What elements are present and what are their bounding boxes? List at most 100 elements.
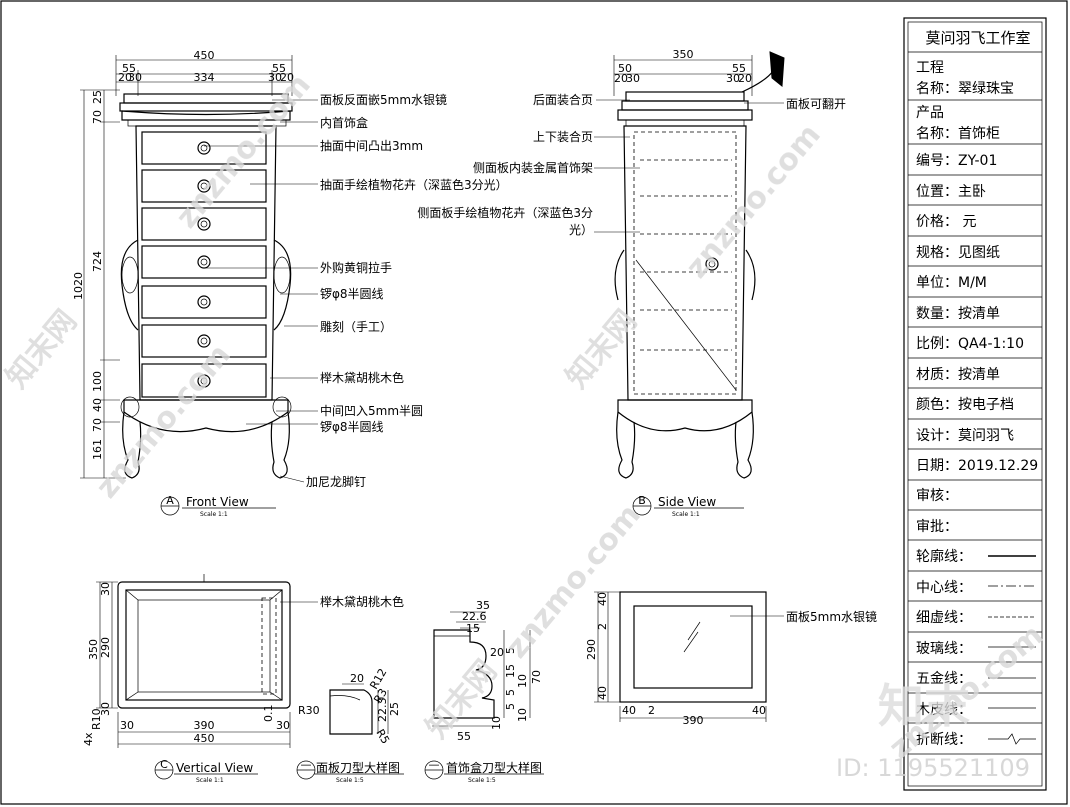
profile-panel: 20 R12 R3 22.3 25 R5 — 面板刀型大样图 Scale 1:5 bbox=[296, 666, 404, 784]
svg-text:znzmo.com: znzmo.com bbox=[89, 338, 237, 505]
svg-text:4x: 4x bbox=[82, 732, 95, 746]
svg-text:55: 55 bbox=[732, 62, 746, 75]
svg-text:22.6: 22.6 bbox=[462, 610, 487, 623]
svg-text:中间凹入5mm半圆: 中间凹入5mm半圆 bbox=[320, 403, 423, 418]
svg-text:70: 70 bbox=[91, 418, 104, 432]
dim-side-350: 350 bbox=[673, 48, 694, 61]
svg-text:内首饰盒: 内首饰盒 bbox=[320, 115, 368, 130]
svg-text:玻璃线：: 玻璃线： bbox=[916, 640, 972, 657]
svg-text:颜色：按电子档: 颜色：按电子档 bbox=[916, 396, 1014, 413]
svg-text:R30: R30 bbox=[298, 704, 320, 717]
svg-text:审核：: 审核： bbox=[916, 488, 958, 504]
svg-text:—: — bbox=[301, 758, 312, 771]
svg-text:单位：M/M: 单位：M/M bbox=[916, 275, 987, 291]
svg-text:290: 290 bbox=[99, 637, 112, 658]
svg-text:70: 70 bbox=[91, 110, 104, 124]
svg-text:30: 30 bbox=[626, 72, 640, 85]
svg-text:30: 30 bbox=[726, 72, 740, 85]
studio-name: 莫问羽飞工作室 bbox=[925, 29, 1030, 47]
caption-vertical-view: C Vertical View Scale 1:1 bbox=[154, 758, 258, 784]
svg-text:侧面板手绘植物花卉（深蓝色3分: 侧面板手绘植物花卉（深蓝色3分 bbox=[417, 205, 593, 220]
svg-text:30: 30 bbox=[120, 719, 134, 732]
dim-front-334: 334 bbox=[194, 71, 215, 84]
svg-text:工程: 工程 bbox=[916, 60, 944, 76]
drawers bbox=[141, 131, 267, 398]
svg-text:25: 25 bbox=[388, 702, 401, 716]
svg-text:数量：按清单: 数量：按清单 bbox=[916, 306, 1000, 322]
svg-text:161: 161 bbox=[91, 439, 104, 460]
svg-text:0.1: 0.1 bbox=[262, 705, 275, 723]
svg-text:后面装合页: 后面装合页 bbox=[533, 92, 593, 107]
svg-text:五金线：: 五金线： bbox=[916, 671, 972, 687]
svg-text:10: 10 bbox=[490, 716, 503, 730]
svg-text:产品: 产品 bbox=[916, 105, 944, 121]
svg-text:15: 15 bbox=[466, 622, 480, 635]
svg-text:10: 10 bbox=[516, 674, 529, 688]
svg-text:55: 55 bbox=[457, 730, 471, 743]
svg-text:40: 40 bbox=[622, 704, 636, 717]
front-view: 450 55 20 30 334 55 30 20 70 25 724 1020… bbox=[72, 49, 508, 518]
svg-text:Scale 1:5: Scale 1:5 bbox=[468, 777, 496, 784]
svg-text:侧面板内装金属首饰架: 侧面板内装金属首饰架 bbox=[473, 160, 593, 175]
svg-text:5: 5 bbox=[504, 689, 517, 696]
product-name: 名称：首饰柜 bbox=[916, 126, 1000, 142]
svg-text:C: C bbox=[160, 758, 168, 771]
caption-side-view: B Side View Scale 1:1 bbox=[632, 494, 744, 518]
svg-text:抽面中间凸出3mm: 抽面中间凸出3mm bbox=[320, 138, 423, 153]
svg-text:雕刻（手工）: 雕刻（手工） bbox=[320, 319, 392, 334]
svg-text:规格：见图纸: 规格：见图纸 bbox=[916, 245, 1000, 261]
svg-text:55: 55 bbox=[122, 62, 136, 75]
svg-text:审批：: 审批： bbox=[916, 519, 958, 535]
svg-text:40: 40 bbox=[596, 592, 609, 606]
svg-text:znzmo.com: znzmo.com bbox=[679, 118, 827, 285]
title-block: 莫问羽飞工作室 工程 名称：翠绿珠宝 产品 名称：首饰柜 编号：ZY-01 位置… bbox=[903, 17, 1047, 791]
svg-text:知末网: 知末网 bbox=[559, 304, 644, 395]
svg-text:20: 20 bbox=[350, 672, 364, 685]
svg-text:知末网: 知末网 bbox=[0, 304, 84, 395]
svg-text:R5: R5 bbox=[373, 727, 392, 746]
svg-text:价格： 元: 价格： 元 bbox=[916, 214, 976, 230]
svg-text:40: 40 bbox=[91, 398, 104, 412]
svg-text:R10: R10 bbox=[90, 708, 103, 730]
watermark-id: ID: 1195521109 bbox=[836, 754, 1030, 782]
svg-text:木皮线：: 木皮线： bbox=[916, 702, 972, 718]
svg-text:30: 30 bbox=[276, 719, 290, 732]
svg-text:Scale 1:1: Scale 1:1 bbox=[672, 511, 700, 518]
svg-text:折断线：: 折断线： bbox=[916, 732, 972, 748]
svg-text:上下装合页: 上下装合页 bbox=[533, 129, 593, 144]
svg-text:2: 2 bbox=[596, 623, 609, 630]
svg-text:外购黄铜拉手: 外购黄铜拉手 bbox=[320, 260, 392, 275]
svg-text:5: 5 bbox=[504, 703, 517, 710]
svg-text:面板可翻开: 面板可翻开 bbox=[786, 97, 846, 111]
svg-text:30: 30 bbox=[268, 71, 282, 84]
svg-text:材质：按清单: 材质：按清单 bbox=[916, 367, 1000, 383]
svg-text:20: 20 bbox=[490, 646, 504, 659]
dim-front-450: 450 bbox=[194, 49, 215, 62]
svg-text:Side View: Side View bbox=[658, 495, 716, 509]
svg-text:20: 20 bbox=[280, 71, 294, 84]
svg-text:抽面手绘植物花卉（深蓝色3分光）: 抽面手绘植物花卉（深蓝色3分光） bbox=[320, 177, 508, 192]
dim-vertical-450: 450 bbox=[194, 732, 215, 745]
dim-vertical-350: 350 bbox=[87, 639, 100, 660]
svg-text:光）: 光） bbox=[569, 223, 593, 237]
svg-text:40: 40 bbox=[752, 704, 766, 717]
project-name: 名称：翠绿珠宝 bbox=[916, 81, 1014, 97]
svg-text:znzmo.com: znzmo.com bbox=[169, 68, 317, 235]
svg-text:Scale 1:5: Scale 1:5 bbox=[336, 777, 364, 784]
svg-text:面板5mm水银镜: 面板5mm水银镜 bbox=[786, 609, 877, 624]
svg-text:5: 5 bbox=[504, 647, 517, 654]
svg-text:390: 390 bbox=[194, 719, 215, 732]
svg-text:编号：ZY-01: 编号：ZY-01 bbox=[916, 153, 997, 169]
svg-text:55: 55 bbox=[272, 62, 286, 75]
svg-text:锣φ8半圆线: 锣φ8半圆线 bbox=[320, 420, 384, 434]
svg-text:比例：QA4-1:10: 比例：QA4-1:10 bbox=[916, 336, 1024, 352]
svg-text:Vertical View: Vertical View bbox=[176, 761, 253, 775]
svg-text:10: 10 bbox=[516, 708, 529, 722]
svg-text:—: — bbox=[429, 758, 440, 771]
svg-text:R3: R3 bbox=[371, 686, 390, 705]
svg-text:面板刀型大样图: 面板刀型大样图 bbox=[316, 760, 400, 775]
svg-text:B: B bbox=[638, 494, 646, 507]
dim-front-724: 724 bbox=[91, 251, 104, 272]
